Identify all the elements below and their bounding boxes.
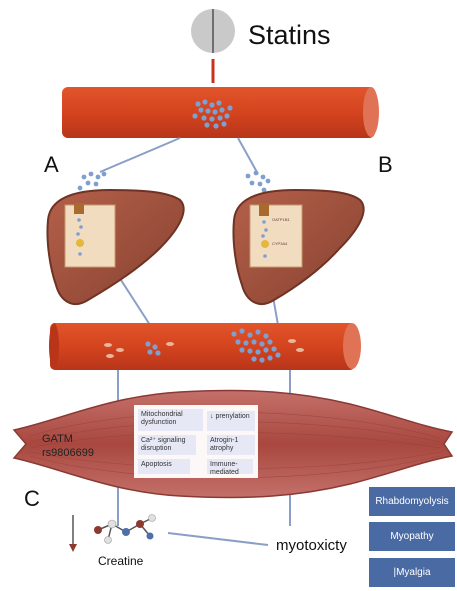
- down-arrow-icon: [69, 515, 77, 552]
- creatine-molecule-icon: [94, 515, 156, 544]
- gene-name: GATM: [42, 432, 94, 446]
- effect-prenylation: ↓ prenylation: [207, 411, 255, 431]
- outcome-myalgia: |Myalgia: [369, 558, 455, 587]
- effect-atrogin: Atrogin-1 atrophy: [207, 435, 255, 455]
- effect-immune: Immune-mediated: [207, 459, 253, 474]
- label-a: A: [44, 152, 59, 178]
- label-c: C: [24, 486, 40, 512]
- pill-icon: [191, 9, 235, 53]
- middle-blood-vessel: [49, 323, 361, 370]
- effect-mitochondrial: Mitochondrial dysfunction: [138, 409, 203, 431]
- statin-molecules-a: [78, 172, 107, 191]
- liver-b: [233, 190, 363, 304]
- myotoxicity-label: myotoxicty: [276, 537, 347, 554]
- outcome-rhabdomyolysis: Rhabdomyolysis: [369, 487, 455, 516]
- statin-molecules-b: [246, 171, 271, 193]
- effect-apoptosis: Apoptosis: [138, 459, 190, 474]
- liver-a: [47, 190, 183, 304]
- creatine-label: Creatine: [98, 554, 143, 568]
- outcome-myopathy: Myopathy: [369, 522, 455, 551]
- liver-b-label-2: CYP3A4: [272, 241, 287, 246]
- label-b: B: [378, 152, 393, 178]
- effect-calcium: Ca²⁺ signaling disruption: [138, 435, 196, 455]
- gene-label: GATM rs9806699: [42, 432, 94, 460]
- statins-title: Statins: [248, 20, 331, 51]
- liver-b-label-1: OATP1B1: [272, 217, 290, 222]
- gene-variant: rs9806699: [42, 446, 94, 460]
- top-blood-vessel: [62, 87, 379, 138]
